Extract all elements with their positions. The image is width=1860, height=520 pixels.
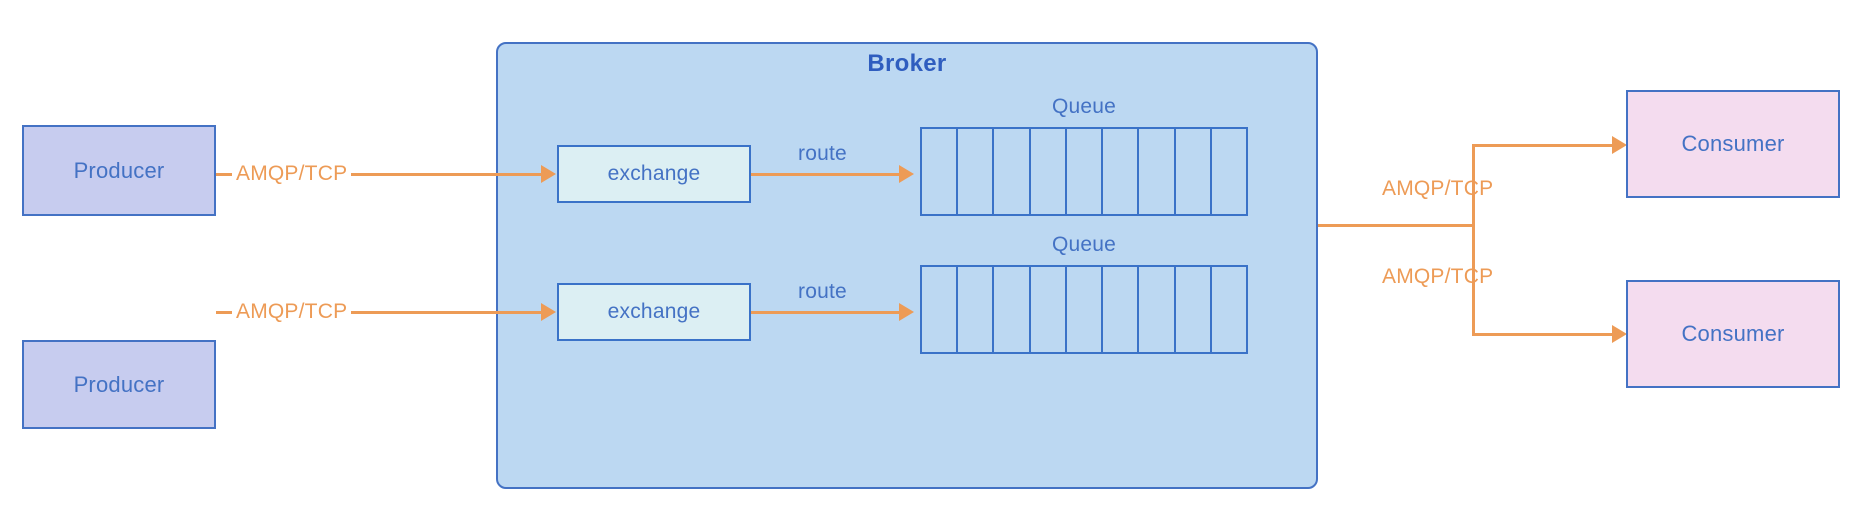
producer-1-link-arrow — [541, 165, 556, 183]
queue-label-2: Queue — [1051, 233, 1117, 256]
queue-cell — [1031, 267, 1067, 352]
queue-2 — [920, 265, 1248, 354]
consumer-1-link-arrow — [1612, 136, 1627, 154]
consumer-1-link-line — [1472, 144, 1614, 147]
queue-cell — [1031, 129, 1067, 214]
consumer-label-1: Consumer — [1681, 131, 1785, 156]
queue-cell — [958, 267, 995, 352]
consumer-box-2[interactable]: Consumer — [1626, 280, 1840, 388]
producer-box-1[interactable]: Producer — [22, 125, 216, 216]
producer-1-link-line — [216, 173, 541, 176]
route-label-1: route — [798, 142, 847, 165]
queue-cell — [1212, 267, 1246, 352]
exchange-box-2[interactable]: exchange — [557, 283, 751, 341]
producer-box-2[interactable]: Producer — [22, 340, 216, 429]
producer-2-link-line — [216, 311, 541, 314]
queue-cell — [1067, 267, 1104, 352]
broker-output-trunk — [1318, 224, 1475, 227]
producer-label-1: Producer — [73, 157, 165, 183]
route-arrow-1 — [899, 165, 914, 183]
consumer-1-link-label: AMQP/TCP — [1382, 177, 1494, 200]
queue-cell — [1176, 267, 1212, 352]
queue-cell — [994, 267, 1031, 352]
queue-cell — [958, 129, 995, 214]
queue-cell — [1103, 267, 1140, 352]
route-arrow-2 — [899, 303, 914, 321]
exchange-box-1[interactable]: exchange — [557, 145, 751, 203]
consumer-label-2: Consumer — [1681, 321, 1785, 346]
consumer-box-1[interactable]: Consumer — [1626, 90, 1840, 198]
route-line-2 — [751, 311, 899, 314]
consumer-2-link-line — [1472, 333, 1614, 336]
consumer-2-link-arrow — [1612, 325, 1627, 343]
queue-cell — [1103, 129, 1140, 214]
queue-1 — [920, 127, 1248, 216]
queue-cell — [1176, 129, 1212, 214]
queue-cell — [1139, 129, 1176, 214]
producer-1-link-label: AMQP/TCP — [232, 162, 352, 186]
queue-cell — [994, 129, 1031, 214]
broker-title: Broker — [867, 50, 947, 77]
queue-cell — [922, 129, 959, 214]
producer-2-link-label: AMQP/TCP — [232, 300, 352, 324]
route-line-1 — [751, 173, 899, 176]
queue-cell — [922, 267, 959, 352]
queue-cell — [1212, 129, 1246, 214]
route-label-2: route — [798, 280, 847, 303]
producer-2-link-arrow — [541, 303, 556, 321]
exchange-label-2: exchange — [607, 300, 701, 323]
queue-cell — [1067, 129, 1104, 214]
producer-label-2: Producer — [73, 371, 165, 397]
queue-label-1: Queue — [1051, 95, 1117, 118]
consumer-fanout-riser — [1472, 144, 1475, 336]
queue-cell — [1139, 267, 1176, 352]
consumer-2-link-label: AMQP/TCP — [1382, 265, 1494, 288]
exchange-label-1: exchange — [607, 162, 701, 185]
